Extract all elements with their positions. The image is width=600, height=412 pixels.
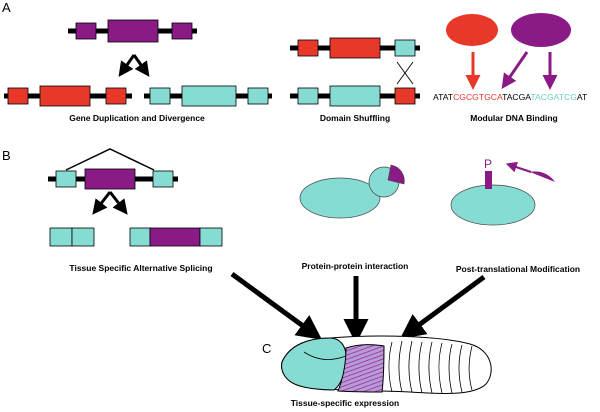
dna-seq-segment: TACGA [502, 92, 531, 102]
purple-binding-domain [511, 13, 571, 47]
exon-block [199, 227, 223, 247]
exon-block [129, 227, 151, 247]
exon-block [49, 227, 73, 247]
dna-sequence: ATATCGCGTGCATACGATACGATCGAT [433, 92, 588, 102]
duplicated-gene-cyan [144, 85, 272, 107]
caption-tissue-expression: Tissue-specific expression [291, 398, 400, 408]
exon-block [71, 227, 95, 247]
segment-line [428, 341, 433, 394]
segment-line [468, 345, 473, 391]
segment-line [418, 341, 423, 394]
caption-ptm: Post-translational Modification [456, 264, 580, 274]
exon-block [297, 87, 319, 105]
striped-segments [337, 344, 385, 393]
exon-block [55, 170, 77, 188]
shuffle-gene-top [290, 37, 420, 59]
segment-line [438, 342, 443, 394]
modification-site [485, 171, 492, 189]
exon-block [297, 39, 319, 57]
segment-line [448, 343, 453, 394]
caption-protein-interaction: Protein-protein interaction [302, 261, 409, 271]
exon-block [7, 87, 29, 105]
panel-label-b: B [2, 148, 11, 163]
segment-line [398, 340, 403, 393]
caption-modular-dna-binding: Modular DNA Binding [470, 113, 558, 123]
splice-junction [65, 148, 155, 171]
head-fold-line [303, 351, 347, 360]
spliced-isoform-short [49, 227, 95, 247]
convergence-arrow-left [230, 271, 323, 340]
dna-seq-segment: AT [577, 92, 588, 102]
protein-body [450, 184, 536, 226]
caption-gene-duplication: Gene Duplication and Divergence [69, 113, 205, 123]
ptm-illustration: P [450, 157, 555, 226]
exon-block [107, 19, 159, 43]
exon-block [329, 37, 381, 59]
exon-block [171, 22, 193, 40]
panel-label-a: A [2, 0, 11, 15]
panel-label-c: C [262, 341, 271, 356]
exon-block [181, 85, 237, 107]
exon-block [84, 168, 136, 190]
red-binding-domain [446, 14, 498, 46]
dna-seq-cyan-motif: TACGATCG [530, 92, 577, 102]
crossover-lines [396, 61, 414, 85]
modifier-wedge [530, 171, 555, 182]
protein-interaction-illustration [299, 164, 405, 219]
splicing-arrows [92, 191, 128, 215]
crossover-line [396, 61, 414, 85]
convergence-arrow-right [399, 274, 486, 339]
arrow [92, 191, 112, 215]
ancestral-gene [68, 19, 197, 43]
dna-seq-segment: ATAT [433, 92, 454, 102]
splicing-gene [48, 148, 178, 190]
segment-line [458, 344, 463, 393]
duplicated-gene-red [4, 85, 132, 107]
arrow [108, 191, 128, 215]
dna-seq-red-motif: CGCGTGCA [453, 92, 503, 102]
head-region [281, 337, 347, 391]
purple-binding-arrow [501, 51, 529, 89]
exon-block [105, 87, 127, 105]
exon-block [394, 39, 416, 57]
exon-block [329, 85, 381, 107]
segment-line [388, 341, 393, 393]
phospho-label: P [484, 157, 492, 171]
shuffle-gene-bottom [290, 85, 420, 107]
bound-partner-wedge [387, 164, 405, 185]
exon-block [75, 22, 97, 40]
exon-block [394, 87, 416, 105]
caption-domain-shuffling: Domain Shuffling [320, 113, 390, 123]
duplication-arrows [118, 54, 150, 77]
exon-block [149, 87, 171, 105]
caption-alt-splicing: Tissue Specific Alternative Splicing [69, 263, 212, 273]
embryo-illustration [281, 335, 492, 395]
spliced-isoform-long [129, 227, 223, 247]
arrow [118, 54, 136, 77]
protein-body [299, 177, 381, 219]
exon-block [247, 87, 269, 105]
exon-block [39, 85, 91, 107]
modifier-arrow [505, 161, 532, 174]
exon-block [149, 227, 201, 247]
segment-boundaries [303, 340, 473, 394]
segment-line [408, 340, 413, 393]
exon-block [152, 170, 174, 188]
arrow [132, 54, 150, 77]
